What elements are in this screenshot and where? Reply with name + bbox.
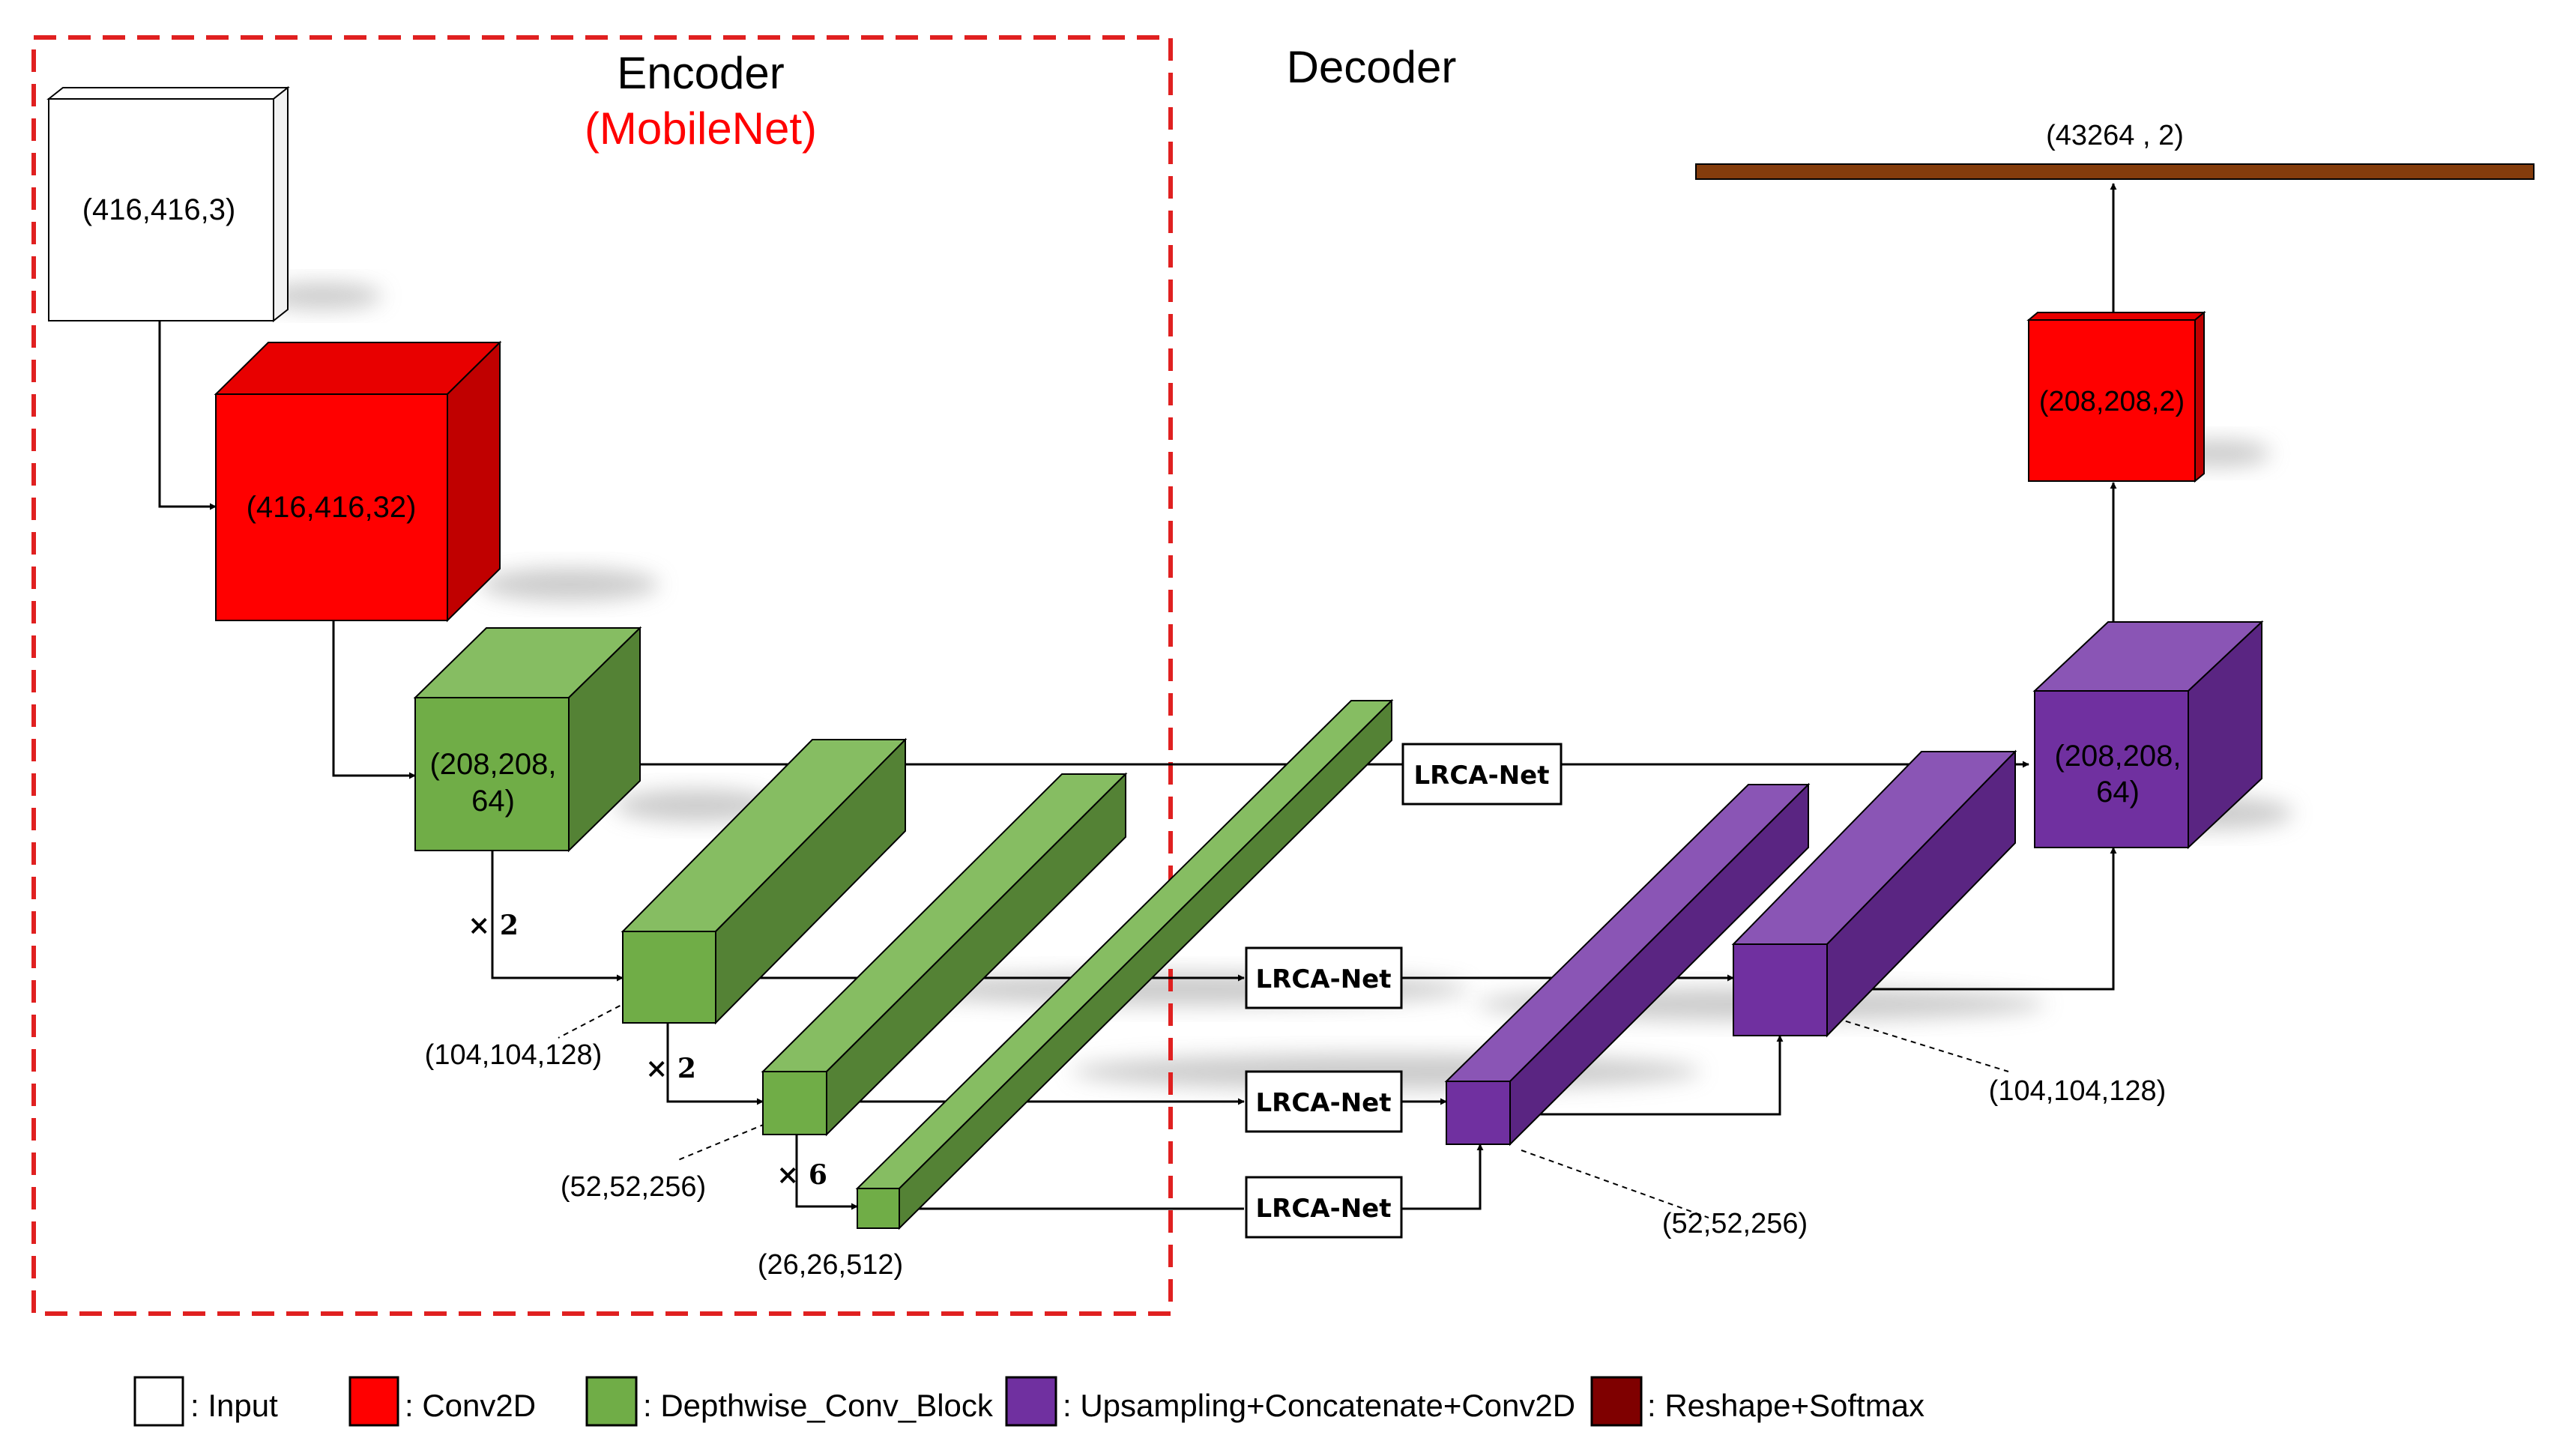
legend-swatch-input xyxy=(133,1376,184,1427)
lrca-net-3-label: LRCA-Net xyxy=(1256,1088,1392,1118)
legend-swatch-reshape xyxy=(1590,1376,1643,1427)
dw1-shape-label-2: 64) xyxy=(471,785,515,818)
dw2-shape-label: (104,104,128) xyxy=(425,1039,603,1071)
output-bar: (43264 , 2) xyxy=(1695,120,2535,180)
depthwise-block-3 xyxy=(761,772,1128,1137)
legend-swatch-depthwise xyxy=(585,1376,638,1427)
lrca-net-4: LRCA-Net xyxy=(1245,1176,1403,1239)
legend-label-conv2d: : Conv2D xyxy=(405,1388,536,1423)
depthwise-block-4 xyxy=(855,698,1394,1230)
up3-shape-label-2: 64) xyxy=(2096,776,2140,809)
lrca-net-2: LRCA-Net xyxy=(1245,946,1403,1009)
legend-swatch-upsampling xyxy=(1005,1376,1057,1427)
legend: : Input : Conv2D : Depthwise_Conv_Block … xyxy=(133,1376,1924,1427)
multiplier-1: × 2 xyxy=(468,910,519,941)
multiplier-2: × 2 xyxy=(645,1053,696,1084)
dw1-shape-label-1: (208,208, xyxy=(429,748,556,781)
lrca-net-2-label: LRCA-Net xyxy=(1256,964,1392,994)
dw4-shape-label: (26,26,512) xyxy=(758,1249,903,1281)
legend-label-depthwise: : Depthwise_Conv_Block xyxy=(643,1388,994,1423)
input-block: (416,416,3) xyxy=(46,85,290,323)
up3-shape-label-1: (208,208, xyxy=(2054,740,2181,773)
conv-output-block: (208,208,2) xyxy=(2026,310,2206,483)
conv-output-shape-label: (208,208,2) xyxy=(2039,386,2185,417)
up1-shape-label: (52,52,256) xyxy=(1662,1208,1808,1239)
conv1-shape-label: (416,416,32) xyxy=(247,491,417,524)
input-shape-label: (416,416,3) xyxy=(82,193,236,226)
encoder-title: Encoder xyxy=(617,48,784,98)
conv1-block: (416,416,32) xyxy=(214,340,502,623)
lrca-net-1: LRCA-Net xyxy=(1401,743,1563,806)
dw3-shape-label: (52,52,256) xyxy=(561,1171,706,1203)
lrca-net-3: LRCA-Net xyxy=(1245,1070,1403,1133)
multiplier-3: × 6 xyxy=(776,1159,827,1191)
legend-label-reshape: : Reshape+Softmax xyxy=(1647,1388,1924,1423)
output-shape-label: (43264 , 2) xyxy=(2046,120,2184,151)
depthwise-block-2 xyxy=(621,737,908,1025)
legend-label-upsampling: : Upsampling+Concatenate+Conv2D xyxy=(1063,1388,1575,1423)
upsampling-block-2 xyxy=(1731,749,2017,1038)
connectors xyxy=(158,183,2117,1210)
encoder-subtitle: (MobileNet) xyxy=(585,103,817,154)
decoder-title: Decoder xyxy=(1287,42,1457,92)
lrca-net-4-label: LRCA-Net xyxy=(1256,1194,1392,1224)
upsampling-block-3: (208,208, 64) xyxy=(2032,620,2264,850)
upsampling-block-1 xyxy=(1444,782,1811,1147)
legend-swatch-conv2d xyxy=(348,1376,399,1427)
encoder-boundary xyxy=(31,35,1173,1316)
lrca-net-1-label: LRCA-Net xyxy=(1414,761,1550,791)
legend-label-input: : Input xyxy=(190,1388,278,1423)
depthwise-block-1: (208,208, 64) xyxy=(413,626,642,853)
up2-shape-label: (104,104,128) xyxy=(1989,1075,2167,1107)
